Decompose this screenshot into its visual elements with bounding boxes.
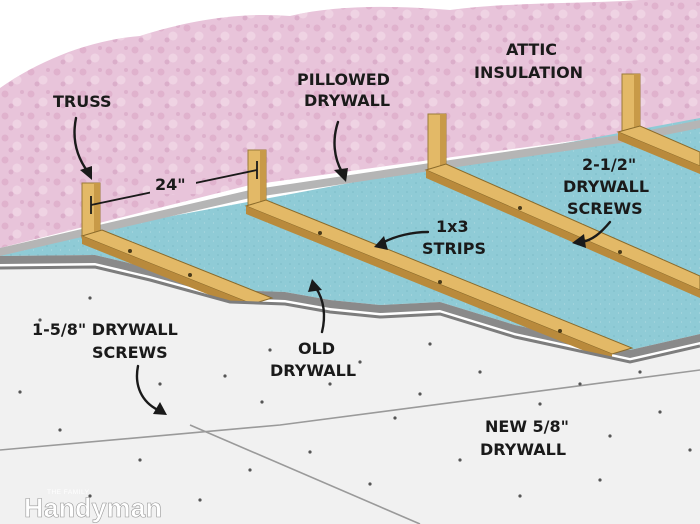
strips-label-2: STRIPS — [422, 239, 486, 258]
strip-screws — [128, 206, 622, 333]
truss-post — [621, 73, 641, 135]
old-drywall-label-1: OLD — [298, 339, 335, 358]
strip — [244, 199, 634, 362]
pillowed-drywall-label-1: PILLOWED — [297, 70, 390, 89]
attic-insulation-label-1: ATTIC — [506, 40, 557, 59]
new-drywall-label-1: NEW 5/8" — [485, 417, 569, 436]
old-drywall-arrow — [308, 279, 326, 334]
old-drywall-label-2: DRYWALL — [270, 361, 356, 380]
long-screws-label-1: 2-1/2" — [582, 155, 636, 174]
strip — [424, 163, 700, 298]
short-screws-label-1: 1-5/8" DRYWALL — [32, 320, 178, 339]
brand-watermark: THE FAMILY Handyman — [24, 489, 163, 523]
strips-arrow — [374, 230, 430, 250]
pillowed-drywall-label-2: DRYWALL — [304, 91, 390, 110]
brand-tagline: THE FAMILY — [47, 489, 90, 496]
drywall-screws — [18, 296, 692, 502]
labels: TRUSS 24" PILLOWED DRYWALL ATTIC INSULAT… — [32, 40, 649, 459]
spacing-label: 24" — [155, 175, 186, 194]
strip — [80, 229, 274, 312]
pillowed-arrow — [333, 120, 348, 182]
callout-arrows — [73, 116, 612, 415]
long-screws-label-3: SCREWS — [567, 199, 643, 218]
new-drywall — [0, 265, 700, 524]
truss-arrow — [73, 116, 92, 180]
strips-label-1: 1x3 — [436, 217, 469, 236]
screws-short-arrow — [135, 364, 167, 415]
long-screws-label-2: DRYWALL — [563, 177, 649, 196]
strip — [616, 125, 700, 174]
furring-strips — [80, 125, 700, 362]
screws-long-arrow — [572, 220, 612, 248]
attic-insulation-label-2: INSULATION — [474, 63, 583, 82]
truss-post — [427, 113, 447, 170]
brand-logo-text: Handyman — [24, 493, 162, 523]
truss-label: TRUSS — [53, 92, 112, 111]
spacing-dimension — [90, 161, 258, 214]
new-drywall-label-2: DRYWALL — [480, 440, 566, 459]
truss-posts — [81, 73, 641, 239]
short-screws-label-2: SCREWS — [92, 343, 168, 362]
